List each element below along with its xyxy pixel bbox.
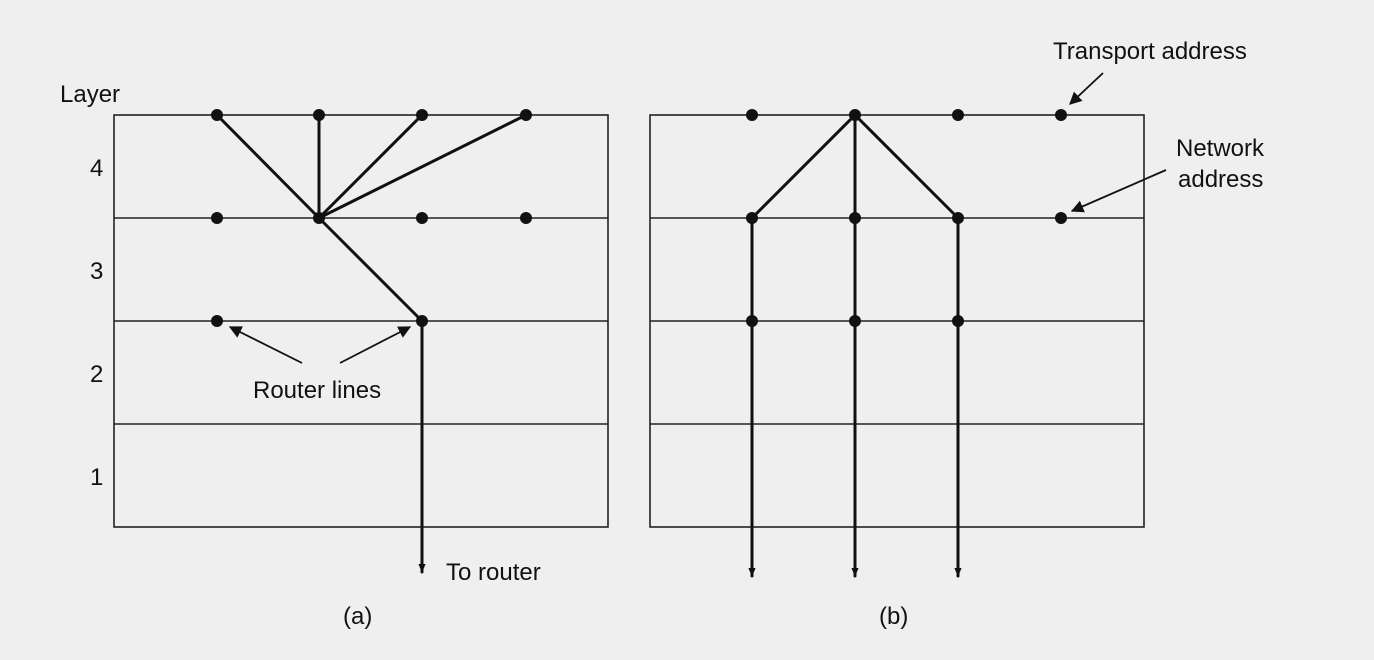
panel-a-node bbox=[520, 109, 532, 121]
to-router-label: To router bbox=[446, 559, 541, 586]
panel-a-node bbox=[416, 109, 428, 121]
network-address-arrow bbox=[1070, 169, 1167, 213]
caption-b: (b) bbox=[879, 603, 908, 630]
panel-b-link bbox=[853, 113, 960, 220]
panel-b-node bbox=[746, 212, 758, 224]
panel-a-link bbox=[317, 113, 528, 220]
layer-label-1: 1 bbox=[90, 464, 103, 491]
panel-a-node bbox=[211, 109, 223, 121]
panel-b: Transport address Network address (b) bbox=[649, 38, 1265, 630]
panel-b-node bbox=[952, 212, 964, 224]
panel-b-node bbox=[746, 315, 758, 327]
transport-address-label: Transport address bbox=[1053, 38, 1247, 65]
panel-a-node bbox=[313, 212, 325, 224]
panel-a-node bbox=[416, 212, 428, 224]
panel-a-link bbox=[215, 113, 321, 220]
panel-a-node bbox=[416, 315, 428, 327]
caption-a: (a) bbox=[343, 603, 372, 630]
panel-b-network-address-node bbox=[1055, 212, 1067, 224]
router-lines-arrow-right bbox=[339, 326, 412, 364]
panel-b-link bbox=[750, 113, 857, 220]
router-lines-label: Router lines bbox=[253, 377, 381, 404]
panel-a-node bbox=[313, 109, 325, 121]
panel-a: Router lines To router (a) bbox=[113, 109, 609, 630]
panel-b-node bbox=[952, 109, 964, 121]
panel-b-node bbox=[849, 315, 861, 327]
panel-a-node bbox=[211, 212, 223, 224]
panel-a-node bbox=[211, 315, 223, 327]
layer-label-2: 2 bbox=[90, 361, 103, 388]
panel-a-node bbox=[520, 212, 532, 224]
transport-address-arrow bbox=[1069, 72, 1104, 105]
panel-b-node bbox=[952, 315, 964, 327]
panel-a-link bbox=[317, 113, 424, 220]
panel-b-node bbox=[849, 212, 861, 224]
panel-b-transport-address-node bbox=[1055, 109, 1067, 121]
network-address-label-line1: Network bbox=[1176, 135, 1265, 162]
layer-axis-title: Layer bbox=[60, 81, 120, 108]
panel-b-node bbox=[746, 109, 758, 121]
panel-b-node bbox=[849, 109, 861, 121]
router-lines-arrow-left bbox=[228, 326, 303, 364]
network-address-label-line2: address bbox=[1178, 166, 1263, 193]
panel-a-link bbox=[317, 216, 424, 323]
layer-label-3: 3 bbox=[90, 258, 103, 285]
layer-label-4: 4 bbox=[90, 155, 103, 182]
